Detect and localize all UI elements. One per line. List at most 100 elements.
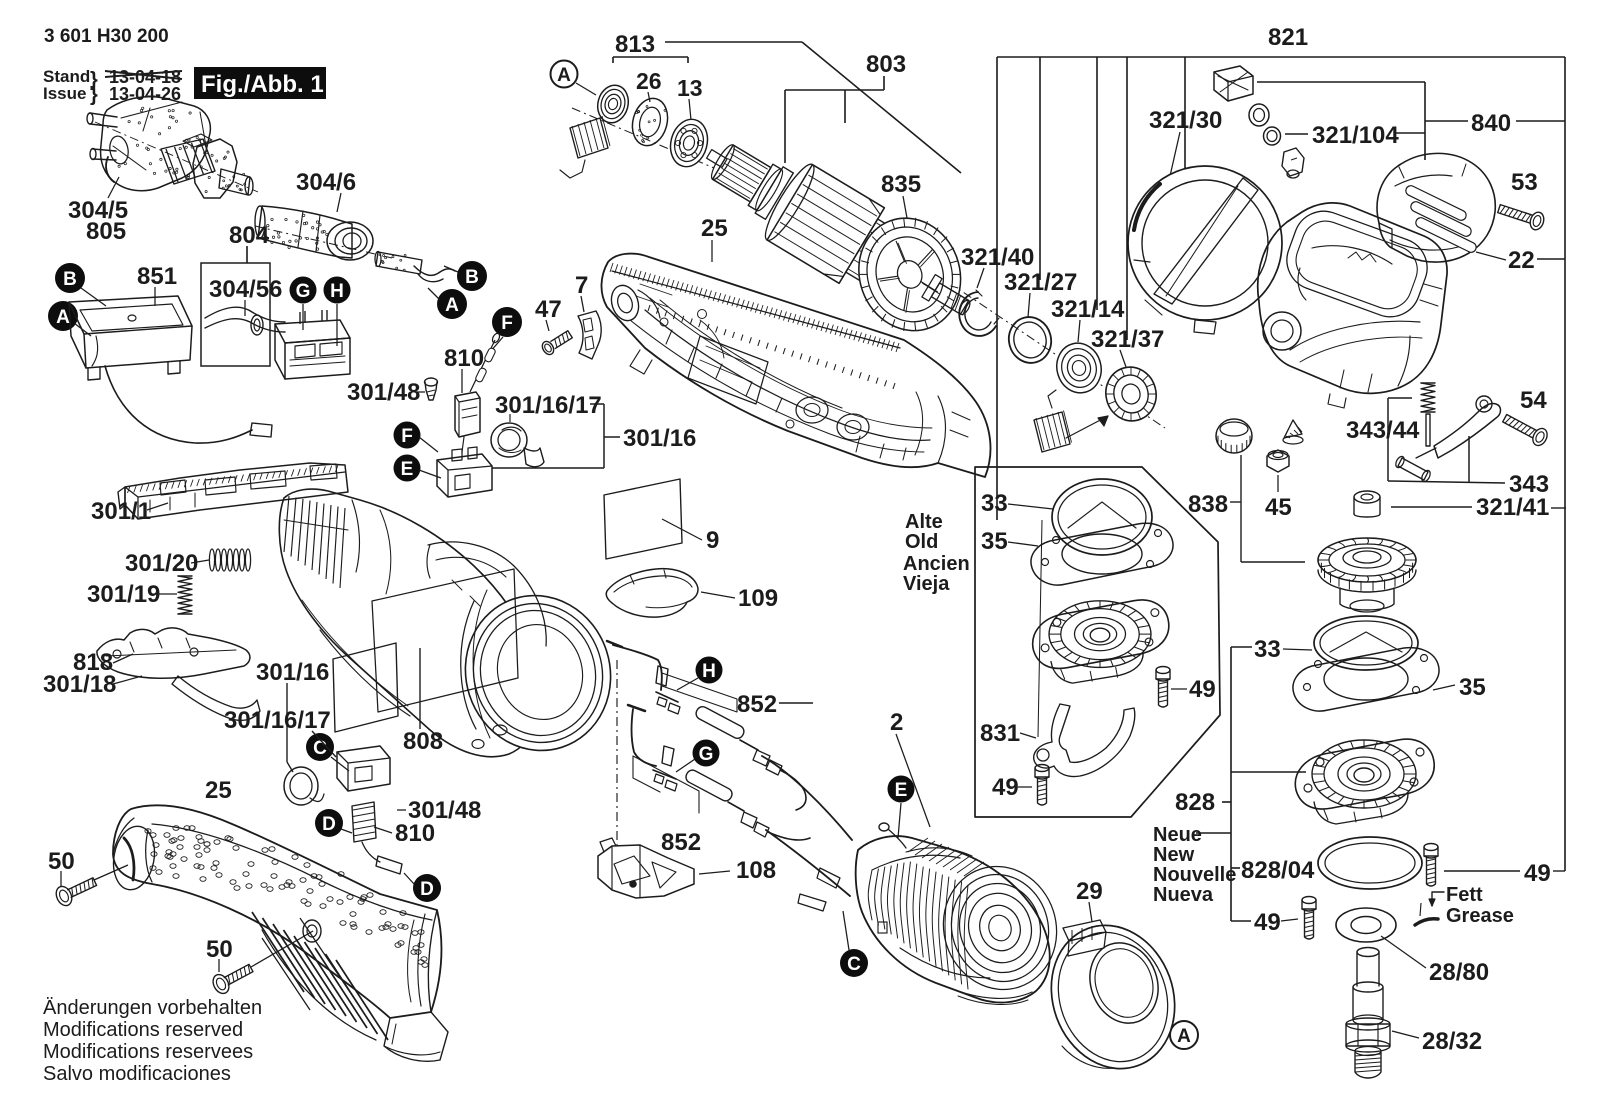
svg-text:45: 45 <box>1265 494 1292 521</box>
svg-text:Ancien: Ancien <box>903 553 970 575</box>
svg-text:New: New <box>1153 844 1195 866</box>
svg-text:H: H <box>702 661 716 682</box>
svg-text:810: 810 <box>444 345 484 372</box>
svg-text:F: F <box>401 426 413 447</box>
svg-text:Nueva: Nueva <box>1153 884 1214 906</box>
svg-text:321/14: 321/14 <box>1051 296 1125 323</box>
svg-text:301/20: 301/20 <box>125 550 198 577</box>
svg-text:Grease: Grease <box>1446 905 1514 927</box>
svg-text:13-04-26: 13-04-26 <box>109 84 181 104</box>
svg-text:B: B <box>465 267 479 288</box>
svg-text:109: 109 <box>738 585 778 612</box>
svg-text:304/5: 304/5 <box>68 197 128 224</box>
svg-text:}: } <box>90 69 98 91</box>
svg-text:805: 805 <box>86 218 126 245</box>
svg-text:33: 33 <box>981 490 1008 517</box>
svg-text:49: 49 <box>992 774 1019 801</box>
svg-text:H: H <box>330 281 344 302</box>
svg-text:835: 835 <box>881 171 921 198</box>
svg-text:A: A <box>1177 1026 1191 1047</box>
svg-text:49: 49 <box>1524 860 1551 887</box>
svg-text:Alte: Alte <box>905 511 943 533</box>
svg-text:28/80: 28/80 <box>1429 959 1489 986</box>
svg-text:49: 49 <box>1189 676 1216 703</box>
svg-text:108: 108 <box>736 857 776 884</box>
svg-text:Fett: Fett <box>1446 884 1483 906</box>
svg-text:803: 803 <box>866 51 906 78</box>
svg-text:343: 343 <box>1509 471 1549 498</box>
svg-text:831: 831 <box>980 720 1020 747</box>
svg-text:321/41: 321/41 <box>1476 494 1549 521</box>
svg-text:Änderungen vorbehalten: Änderungen vorbehalten <box>43 997 262 1019</box>
svg-text:29: 29 <box>1076 878 1103 905</box>
svg-text:Old: Old <box>905 531 938 553</box>
svg-text:301/48: 301/48 <box>408 797 481 824</box>
svg-text:Vieja: Vieja <box>903 573 950 595</box>
svg-text:Modifications reserved: Modifications reserved <box>43 1019 243 1041</box>
svg-text:343/44: 343/44 <box>1346 417 1420 444</box>
svg-text:840: 840 <box>1471 110 1511 137</box>
svg-text:C: C <box>847 954 861 975</box>
svg-text:3 601 H30 200: 3 601 H30 200 <box>44 26 169 47</box>
svg-text:A: A <box>445 295 459 316</box>
svg-text:B: B <box>63 269 77 290</box>
svg-text:301/16: 301/16 <box>256 659 329 686</box>
svg-text:838: 838 <box>1188 491 1228 518</box>
svg-text:Modifications reservees: Modifications reservees <box>43 1041 253 1063</box>
svg-text:50: 50 <box>48 848 75 875</box>
svg-text:321/104: 321/104 <box>1312 122 1399 149</box>
svg-text:301/48: 301/48 <box>347 379 420 406</box>
svg-text:F: F <box>501 313 513 334</box>
svg-text:G: G <box>699 744 714 765</box>
svg-text:804: 804 <box>229 222 270 249</box>
svg-text:808: 808 <box>403 728 443 755</box>
svg-text:Stand: Stand <box>43 67 90 86</box>
svg-text:301/1: 301/1 <box>91 498 151 525</box>
svg-text:28/32: 28/32 <box>1422 1028 1482 1055</box>
svg-text:C: C <box>313 738 327 759</box>
svg-text:A: A <box>557 65 571 86</box>
svg-text:Issue: Issue <box>43 84 86 103</box>
svg-text:47: 47 <box>535 296 562 323</box>
svg-text:54: 54 <box>1520 387 1547 414</box>
svg-text:828/04: 828/04 <box>1241 857 1315 884</box>
svg-text:A: A <box>56 307 70 328</box>
svg-text:Salvo modificaciones: Salvo modificaciones <box>43 1063 231 1085</box>
svg-text:301/16/17: 301/16/17 <box>495 392 602 419</box>
svg-text:25: 25 <box>205 777 232 804</box>
svg-text:50: 50 <box>206 936 233 963</box>
svg-text:304/6: 304/6 <box>296 169 356 196</box>
svg-text:301/19: 301/19 <box>87 581 160 608</box>
svg-text:Fig./Abb. 1: Fig./Abb. 1 <box>201 71 324 98</box>
svg-text:304/56: 304/56 <box>209 276 282 303</box>
svg-text:301/16: 301/16 <box>623 425 696 452</box>
svg-text:301/18: 301/18 <box>43 671 116 698</box>
svg-text:E: E <box>895 780 908 801</box>
svg-text:35: 35 <box>1459 674 1486 701</box>
svg-text:G: G <box>296 281 311 302</box>
svg-text:851: 851 <box>137 263 177 290</box>
svg-text:9: 9 <box>706 527 719 554</box>
svg-text:821: 821 <box>1268 24 1308 51</box>
svg-text:25: 25 <box>701 215 728 242</box>
svg-text:49: 49 <box>1254 909 1281 936</box>
svg-text:Neue: Neue <box>1153 824 1202 846</box>
svg-text:810: 810 <box>395 820 435 847</box>
svg-text:}: } <box>90 84 98 106</box>
svg-text:852: 852 <box>737 691 777 718</box>
svg-text:D: D <box>420 879 434 900</box>
svg-text:E: E <box>401 459 414 480</box>
svg-text:53: 53 <box>1511 169 1538 196</box>
svg-text:828: 828 <box>1175 789 1215 816</box>
svg-text:818: 818 <box>73 649 113 676</box>
svg-text:7: 7 <box>575 272 588 299</box>
svg-text:2: 2 <box>890 709 903 736</box>
svg-text:22: 22 <box>1508 247 1535 274</box>
svg-text:13: 13 <box>677 75 703 101</box>
svg-text:Nouvelle: Nouvelle <box>1153 864 1236 886</box>
svg-text:813: 813 <box>615 31 655 58</box>
svg-text:33: 33 <box>1254 636 1281 663</box>
svg-text:26: 26 <box>636 68 662 94</box>
svg-text:D: D <box>322 814 336 835</box>
svg-text:852: 852 <box>661 829 701 856</box>
